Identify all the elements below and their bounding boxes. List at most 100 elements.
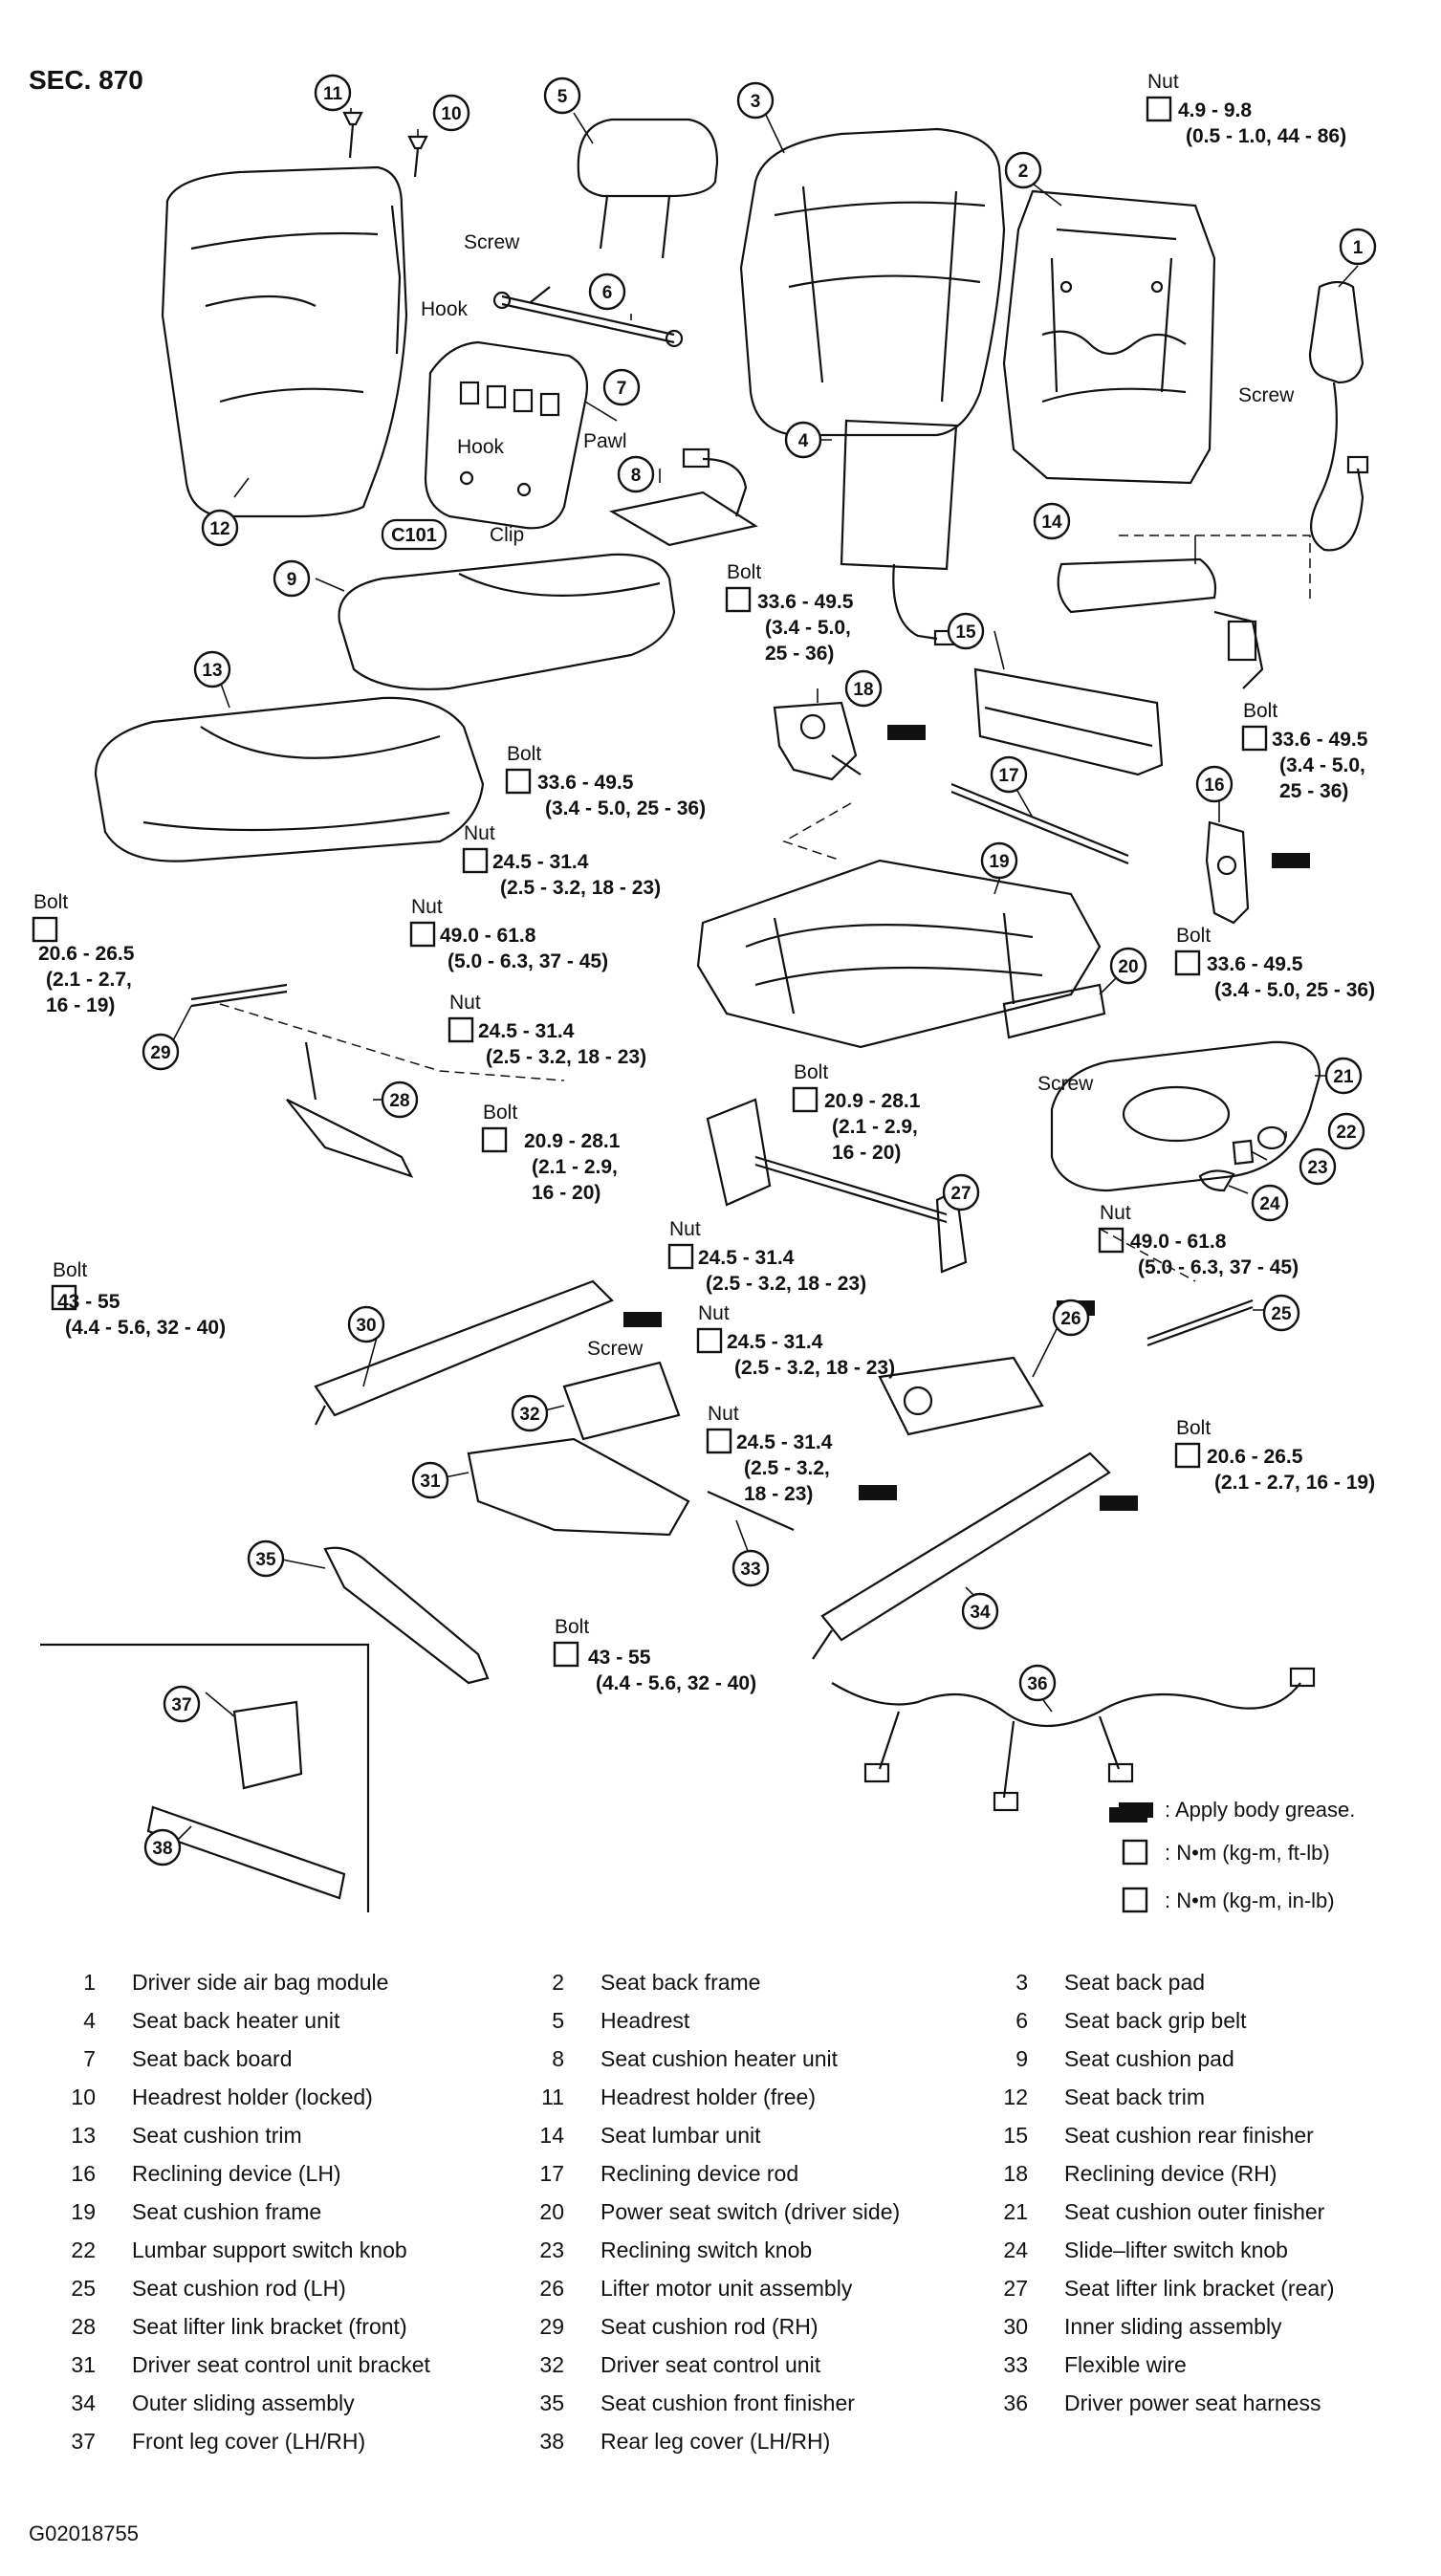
callout-circle bbox=[1251, 1184, 1289, 1222]
callout-32: 32 bbox=[511, 1394, 549, 1432]
legend-part-name: Reclining switch knob bbox=[600, 2238, 813, 2262]
callout-circle bbox=[347, 1305, 385, 1343]
seat-back-board bbox=[424, 340, 589, 530]
callout-circle bbox=[602, 368, 641, 406]
legend-part-name: Seat back frame bbox=[600, 1970, 761, 1995]
torque-value: 20.9 - 28.1 bbox=[524, 1130, 621, 1152]
headrest bbox=[577, 118, 719, 259]
callout-number: 13 bbox=[202, 661, 222, 681]
legend-part-name: Seat cushion front finisher bbox=[600, 2390, 855, 2415]
callout-number: 31 bbox=[420, 1472, 441, 1492]
callout-circle bbox=[1262, 1294, 1300, 1332]
lifter-motor-unit-assembly bbox=[878, 1356, 1044, 1436]
callout-number: 16 bbox=[1204, 775, 1224, 796]
legend-part-name: Reclining device rod bbox=[600, 2161, 799, 2186]
callout-circle bbox=[273, 559, 311, 598]
callout-circle bbox=[844, 669, 883, 708]
screw-label: Screw bbox=[1238, 384, 1295, 406]
nut-label: Nut bbox=[669, 1218, 701, 1240]
legend-part-name: Seat cushion outer finisher bbox=[1064, 2199, 1325, 2224]
callout-number: 15 bbox=[955, 622, 976, 643]
legend-part-name: Lifter motor unit assembly bbox=[600, 2276, 853, 2301]
legend-part-name: Driver side air bag module bbox=[132, 1970, 389, 1995]
callout-number: 12 bbox=[209, 519, 229, 539]
callout-number: 17 bbox=[998, 766, 1018, 786]
legend-part-name: Power seat switch (driver side) bbox=[600, 2199, 901, 2224]
c101-connector-label: C101 bbox=[391, 525, 437, 546]
torque-value: 33.6 - 49.5 bbox=[1272, 729, 1368, 751]
seat-lumbar-unit bbox=[1057, 557, 1264, 689]
rear-leg-cover bbox=[146, 1805, 346, 1900]
callout-circle bbox=[942, 1173, 980, 1212]
nut-label: Nut bbox=[1147, 71, 1179, 93]
legend-number: 30 bbox=[1003, 2314, 1028, 2339]
callout-circle bbox=[1327, 1112, 1365, 1150]
legend-part-name: Headrest holder (free) bbox=[600, 2085, 816, 2109]
torque-value: (5.0 - 6.3, 37 - 45) bbox=[1138, 1256, 1299, 1278]
pawl-label: Pawl bbox=[583, 430, 627, 452]
callout-number: 33 bbox=[740, 1560, 760, 1580]
callout-number: 3 bbox=[751, 92, 761, 112]
legend-part-name: Rear leg cover (LH/RH) bbox=[600, 2429, 831, 2454]
callout-number: 26 bbox=[1060, 1309, 1081, 1329]
torque-symbols bbox=[32, 96, 1268, 1668]
section-title: SEC. 870 bbox=[29, 65, 143, 95]
callout-30: 30 bbox=[347, 1305, 385, 1343]
callout-circle bbox=[736, 81, 775, 120]
torque-value: 24.5 - 31.4 bbox=[727, 1331, 823, 1353]
callout-number: 11 bbox=[323, 84, 343, 104]
callout-number: 34 bbox=[970, 1603, 991, 1623]
callout-circle bbox=[1339, 228, 1377, 266]
torque-value: (3.4 - 5.0, 25 - 36) bbox=[545, 797, 706, 819]
seat-cushion-frame bbox=[696, 859, 1102, 1049]
legend-part-name: Seat lifter link bracket (front) bbox=[132, 2314, 407, 2339]
seat-lifter-link-bracket-front bbox=[286, 1041, 414, 1178]
legend-number: 6 bbox=[1015, 2008, 1028, 2033]
phantom-lines bbox=[219, 535, 1311, 1282]
seat-cushion-front-finisher bbox=[323, 1546, 490, 1685]
callout-circle bbox=[543, 76, 581, 115]
callout-4: 4 bbox=[784, 421, 822, 459]
callout-24: 24 bbox=[1251, 1184, 1289, 1222]
callout-number: 10 bbox=[441, 104, 461, 124]
torque-value: (2.5 - 3.2, bbox=[744, 1457, 830, 1479]
legend-part-name: Seat back pad bbox=[1064, 1970, 1206, 1995]
callout-16: 16 bbox=[1195, 765, 1234, 803]
callout-circle bbox=[1018, 1664, 1057, 1702]
callout-28: 28 bbox=[381, 1081, 419, 1119]
bolt-label: Bolt bbox=[33, 891, 68, 913]
bolt-label: Bolt bbox=[1243, 700, 1277, 722]
seat-cushion-rod-rh bbox=[190, 983, 288, 1008]
callout-number: 29 bbox=[150, 1043, 170, 1063]
screw-label: Screw bbox=[1037, 1073, 1094, 1095]
legend-part-name: Slide–lifter switch knob bbox=[1064, 2238, 1288, 2262]
torque-value: (4.4 - 5.6, 32 - 40) bbox=[596, 1672, 756, 1694]
callout-circle bbox=[432, 94, 470, 132]
legend-number: 23 bbox=[539, 2238, 564, 2262]
seat-cushion-pad bbox=[338, 553, 676, 690]
callout-circle bbox=[163, 1685, 201, 1723]
torque-value: 24.5 - 31.4 bbox=[736, 1431, 833, 1453]
callout-circle bbox=[193, 650, 231, 688]
callout-number: 36 bbox=[1027, 1674, 1047, 1694]
legend-part-name: Reclining device (RH) bbox=[1064, 2161, 1277, 2186]
legend-part-name: Seat back board bbox=[132, 2046, 293, 2071]
callout-circle bbox=[511, 1394, 549, 1432]
legend-number: 8 bbox=[552, 2046, 564, 2071]
bolt-label: Bolt bbox=[507, 743, 541, 765]
